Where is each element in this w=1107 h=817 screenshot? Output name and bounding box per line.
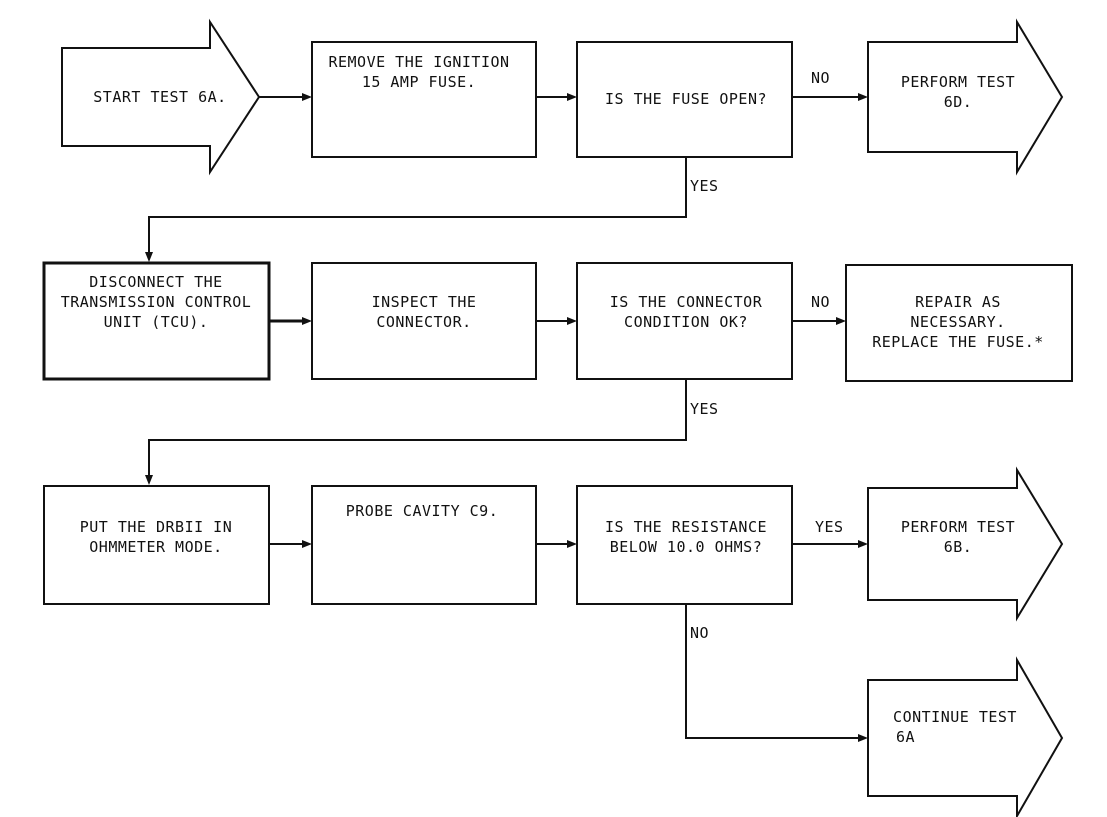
repair-label-line-1: REPAIR AS (915, 293, 1001, 311)
probe-label: PROBE CAVITY C9. (346, 502, 499, 520)
inspect-label-line-1: INSPECT THE (372, 293, 477, 311)
edge-fuse-open-yes (148, 157, 687, 252)
remove-fuse-box (311, 41, 537, 158)
edge-resistance-no (685, 604, 859, 739)
fuse-open-label: IS THE FUSE OPEN? (605, 90, 767, 108)
edge-connector-no-arrowhead (836, 317, 846, 325)
start-label: START TEST 6A. (93, 88, 226, 106)
perform-6b-label-line-2: 6B. (944, 538, 973, 556)
edge-label-fuse-open-yes: YES (690, 177, 719, 195)
edge-fuse-open-no-arrowhead (858, 93, 868, 101)
perform-6b-label-line-1: PERFORM TEST (901, 518, 1015, 536)
remove-fuse-label-line-2: 15 AMP FUSE. (362, 73, 476, 91)
disconnect-label-line-2: TRANSMISSION CONTROL (61, 293, 252, 311)
edge-label-fuse-open-no: NO (811, 69, 830, 87)
fuse-open-box (576, 41, 793, 158)
start-arrow-shape (61, 18, 261, 176)
edge-inspect-to-connector-ok-arrowhead (567, 317, 577, 325)
put-drbii-label-line-1: PUT THE DRBII IN (80, 518, 233, 536)
remove-fuse-label-line-1: REMOVE THE IGNITION (328, 53, 509, 71)
inspect-connector-box (311, 262, 537, 380)
edge-remove-to-fuse-open-arrowhead (567, 93, 577, 101)
edge-fuse-open-yes-arrowhead (145, 252, 153, 262)
resistance-box (576, 485, 793, 605)
edge-probe-to-resistance-arrowhead (567, 540, 577, 548)
repair-label-line-2: NECESSARY. (910, 313, 1005, 331)
perform-6b-arrow-shape (867, 466, 1064, 622)
edge-connector-yes-arrowhead (145, 475, 153, 485)
edge-label-resistance-yes: YES (815, 518, 844, 536)
continue-6a-label-line-1: CONTINUE TEST (893, 708, 1017, 726)
edge-disconnect-to-inspect-arrowhead (302, 317, 312, 325)
connector-ok-box (576, 262, 793, 380)
probe-cavity-box (311, 485, 537, 605)
edge-resistance-no-arrowhead (858, 734, 868, 742)
edge-connector-yes (148, 379, 687, 475)
resistance-label-line-2: BELOW 10.0 OHMS? (610, 538, 763, 556)
put-drbii-label-line-2: OHMMETER MODE. (89, 538, 222, 556)
continue-6a-label-line-2: 6A (896, 728, 915, 746)
edge-start-to-remove-arrowhead (302, 93, 312, 101)
connector-ok-label-line-1: IS THE CONNECTOR (610, 293, 763, 311)
edge-label-resistance-no: NO (690, 624, 709, 642)
edge-label-connector-yes: YES (690, 400, 719, 418)
disconnect-tcu-box (42, 261, 271, 381)
repair-label-line-3: REPLACE THE FUSE.* (872, 333, 1044, 351)
continue-6a-arrow-shape (867, 656, 1064, 817)
resistance-label-line-1: IS THE RESISTANCE (605, 518, 767, 536)
perform-6d-label-line-2: 6D. (944, 93, 973, 111)
repair-box (845, 264, 1073, 382)
inspect-label-line-2: CONNECTOR. (376, 313, 471, 331)
edge-label-connector-no: NO (811, 293, 830, 311)
disconnect-label-line-1: DISCONNECT THE (89, 273, 222, 291)
connector-ok-label-line-2: CONDITION OK? (624, 313, 748, 331)
perform-6d-label-line-1: PERFORM TEST (901, 73, 1015, 91)
edge-put-to-probe-arrowhead (302, 540, 312, 548)
disconnect-label-line-3: UNIT (TCU). (104, 313, 209, 331)
edge-resistance-yes-arrowhead (858, 540, 868, 548)
perform-6d-arrow-shape (867, 18, 1064, 176)
